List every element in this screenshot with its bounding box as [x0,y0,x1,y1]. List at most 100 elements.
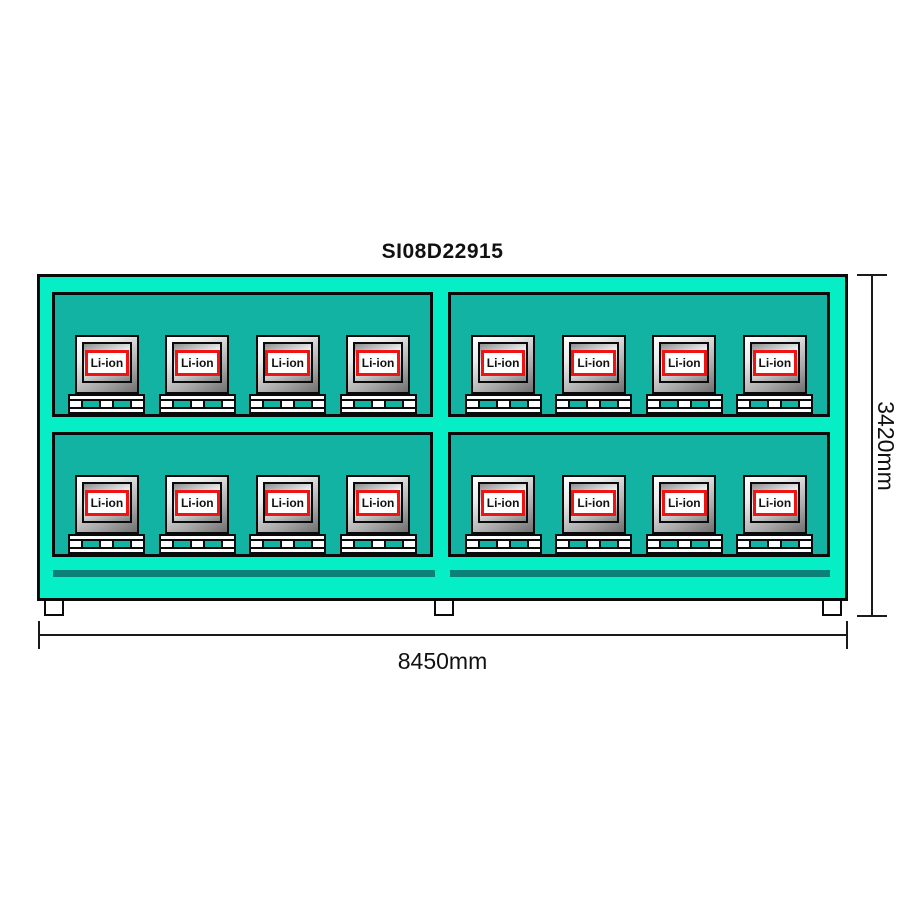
pallet-block [280,401,296,407]
base-rail-right [450,570,830,577]
battery-unit: Li-ion [464,335,542,414]
pallet-bottom-slat [249,547,327,554]
battery-chemistry-label: Li-ion [174,349,220,376]
width-dimension-label: 8450mm [397,648,488,674]
pallet-block [767,401,783,407]
battery-chemistry-label: Li-ion [752,489,798,516]
battery-panel: Li-ion [478,342,529,383]
battery-unit: Li-ion [645,335,723,414]
pallet-icon [645,534,723,554]
battery-chemistry-label: Li-ion [84,349,130,376]
pallet-top-slat [736,534,814,541]
battery-bay-bottom-left: Li-ion Li-ion [52,432,433,557]
cabinet-foot-right [822,601,842,616]
battery-panel: Li-ion [749,342,800,383]
pallet-block [495,541,511,547]
battery-cabinet: Li-ion Li-ion [37,274,848,601]
pallet-bottom-slat [339,547,417,554]
pallet-block [617,401,633,407]
pallet-icon [736,394,814,414]
pallet-block [158,541,174,547]
pallet-block [767,541,783,547]
pallet-top-slat [645,534,723,541]
pallet-bottom-slat [249,407,327,414]
battery-panel: Li-ion [262,342,313,383]
pallet-block [189,541,205,547]
battery-unit: Li-ion [736,475,814,554]
pallet-icon [158,534,236,554]
battery-unit: Li-ion [339,475,417,554]
battery-unit: Li-ion [158,475,236,554]
battery-module-icon: Li-ion [165,335,230,394]
battery-module-icon: Li-ion [652,475,717,534]
pallet-block [676,401,692,407]
width-dimension-tick-right [846,621,848,649]
battery-module-icon: Li-ion [165,475,230,534]
pallet-bottom-slat [736,547,814,554]
pallet-block [555,541,571,547]
pallet-block [339,401,355,407]
pallet-block [99,541,115,547]
pallet-icon [249,394,327,414]
battery-chemistry-label: Li-ion [174,489,220,516]
battery-module-icon: Li-ion [652,335,717,394]
pallet-icon [736,534,814,554]
width-dimension-tick-left [38,621,40,649]
battery-panel: Li-ion [172,342,223,383]
pallet-bottom-slat [68,407,146,414]
battery-module-icon: Li-ion [346,475,411,534]
pallet-icon [464,394,542,414]
pallet-top-slat [249,394,327,401]
battery-module-icon: Li-ion [255,475,320,534]
battery-chemistry-label: Li-ion [571,349,617,376]
pallet-bottom-slat [555,407,633,414]
battery-unit: Li-ion [464,475,542,554]
pallet-blocks [464,541,542,547]
pallet-bottom-slat [68,547,146,554]
battery-module-icon: Li-ion [346,335,411,394]
battery-unit: Li-ion [249,335,327,414]
battery-unit: Li-ion [158,335,236,414]
pallet-top-slat [645,394,723,401]
battery-unit: Li-ion [555,475,633,554]
pallet-top-slat [68,534,146,541]
pallet-blocks [555,541,633,547]
battery-bay-bottom-right: Li-ion Li-ion [448,432,830,557]
pallet-bottom-slat [158,547,236,554]
cabinet-foot-center [434,601,454,616]
pallet-block [617,541,633,547]
cabinet-foot-left [44,601,64,616]
battery-chemistry-label: Li-ion [355,349,401,376]
pallet-top-slat [249,534,327,541]
pallet-block [249,401,265,407]
pallet-block [370,541,386,547]
pallet-block [526,401,542,407]
pallet-block [555,401,571,407]
battery-panel: Li-ion [172,482,223,523]
pallet-bottom-slat [464,407,542,414]
pallet-block [249,541,265,547]
pallet-top-slat [158,394,236,401]
battery-panel: Li-ion [659,342,710,383]
pallet-block [311,401,327,407]
battery-module-icon: Li-ion [742,475,807,534]
pallet-block [68,401,84,407]
pallet-bottom-slat [339,407,417,414]
battery-module-icon: Li-ion [255,335,320,394]
pallet-top-slat [158,534,236,541]
battery-chemistry-label: Li-ion [480,489,526,516]
pallet-icon [645,394,723,414]
pallet-icon [68,394,146,414]
pallet-block [220,541,236,547]
battery-chemistry-label: Li-ion [571,489,617,516]
pallet-blocks [249,401,327,407]
pallet-top-slat [68,394,146,401]
pallet-blocks [158,541,236,547]
pallet-top-slat [339,534,417,541]
pallet-block [526,541,542,547]
pallet-bottom-slat [736,407,814,414]
pallet-block [220,401,236,407]
battery-panel: Li-ion [81,482,132,523]
pallet-block [495,401,511,407]
battery-chemistry-label: Li-ion [480,349,526,376]
